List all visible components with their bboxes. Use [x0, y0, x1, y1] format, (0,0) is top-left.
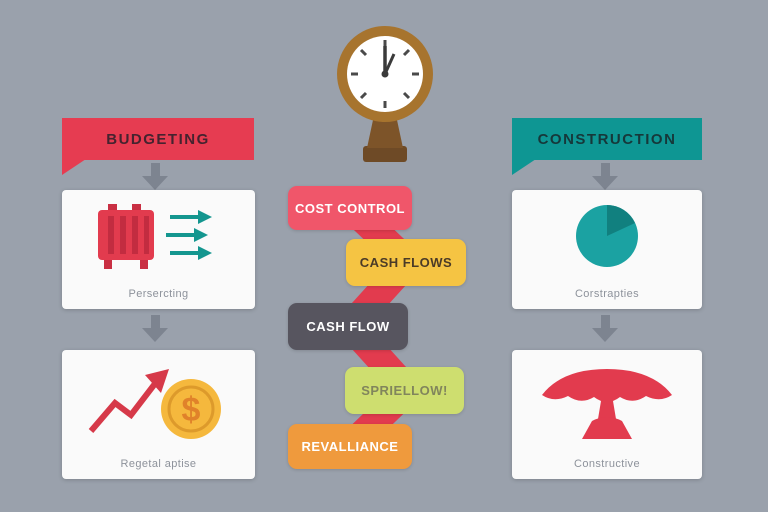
flow-step-label: REVALLIANCE [301, 439, 399, 454]
construction-card-1: Corstrapties [512, 190, 702, 309]
budgeting-card-2-label: Regetal aptise [120, 458, 197, 470]
banner-tail [62, 159, 86, 175]
flow-step-cash-flow: CASH FLOW [288, 303, 408, 350]
carousel-icon [542, 369, 672, 439]
flow-step-label: COST CONTROL [295, 200, 405, 216]
down-arrow-icon [142, 163, 168, 190]
flow-step-cash-flows: CASH FLOWS [346, 239, 466, 286]
banner-tail [512, 159, 536, 175]
clock-icon [327, 16, 439, 171]
budgeting-card-1: Persercting [62, 190, 255, 309]
svg-text:$: $ [181, 391, 200, 429]
down-arrow-icon [142, 315, 168, 342]
construction-banner-label: CONSTRUCTION [537, 130, 677, 148]
flow-step-label: CASH FLOW [306, 319, 390, 334]
growth-chart-coin-icon: $ [88, 369, 221, 439]
flow-step-spriellow: SPRIELLOW! [345, 367, 464, 414]
construction-banner: CONSTRUCTION [512, 118, 702, 175]
flow-step-cost-control: COST CONTROL [288, 186, 412, 230]
down-arrow-icon [592, 315, 618, 342]
flow-step-label: SPRIELLOW! [361, 383, 448, 398]
budgeting-banner: BUDGETING [62, 118, 254, 175]
budgeting-card-2: $ Regetal aptise [62, 350, 255, 479]
flow-step-revalliance: REVALLIANCE [288, 424, 412, 469]
construction-card-1-label: Corstrapties [574, 288, 640, 300]
construction-card-2: Constructive [512, 350, 702, 479]
budgeting-card-1-label: Persercting [128, 288, 189, 300]
flow-step-label: CASH FLOWS [359, 255, 453, 270]
calendar-with-arrows-icon [97, 204, 212, 269]
pie-chart-icon [576, 205, 638, 267]
down-arrow-icon [592, 163, 618, 190]
budgeting-banner-label: BUDGETING [106, 130, 210, 148]
construction-card-2-label: Constructive [574, 458, 640, 470]
clock-icon-svg [337, 26, 433, 162]
